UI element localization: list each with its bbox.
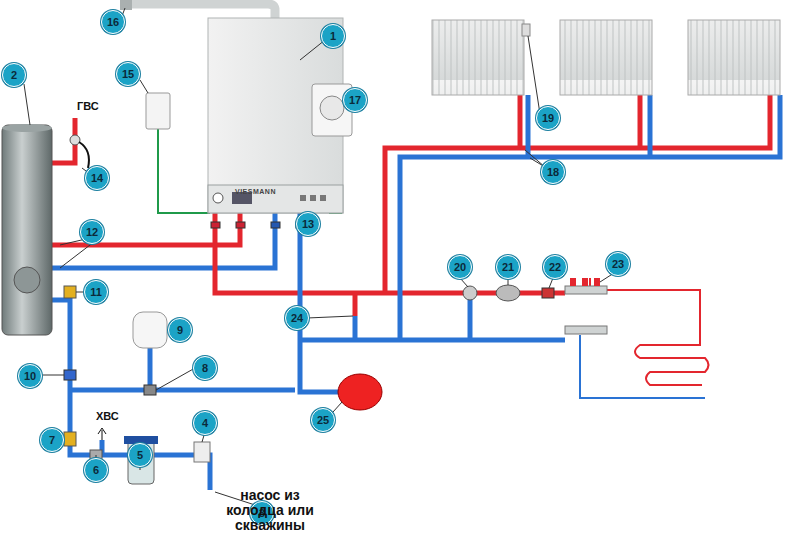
- part-label: ГВС: [77, 100, 99, 112]
- callout-number: 5: [128, 443, 152, 467]
- callout-number: 6: [84, 458, 108, 482]
- part-label: насос из колодца или скважины: [210, 488, 330, 533]
- callout-number: 17: [343, 88, 367, 112]
- callout-number: 18: [541, 160, 565, 184]
- callout-number: 21: [496, 255, 520, 279]
- callout-number: 23: [606, 252, 630, 276]
- callout-number: 13: [296, 212, 320, 236]
- callout-number: 20: [448, 255, 472, 279]
- callout-number: 11: [84, 280, 108, 304]
- callout-number: 25: [311, 408, 335, 432]
- callout-number: 9: [168, 318, 192, 342]
- brand-label: VIESMANN: [235, 188, 276, 195]
- callout-number: 7: [40, 428, 64, 452]
- callout-number: 16: [101, 10, 125, 34]
- callout-number: 8: [193, 356, 217, 380]
- callout-number: 10: [18, 364, 42, 388]
- callout-number: 19: [536, 106, 560, 130]
- callout-number: 4: [193, 411, 217, 435]
- callout-number: 2: [2, 63, 26, 87]
- callout-number: 14: [85, 166, 109, 190]
- part-label: ХВС: [96, 410, 119, 422]
- callout-number: 15: [116, 62, 140, 86]
- callout-number: 12: [80, 220, 104, 244]
- callout-number: 1: [321, 24, 345, 48]
- callout-number: 24: [285, 306, 309, 330]
- callout-number: 22: [543, 255, 567, 279]
